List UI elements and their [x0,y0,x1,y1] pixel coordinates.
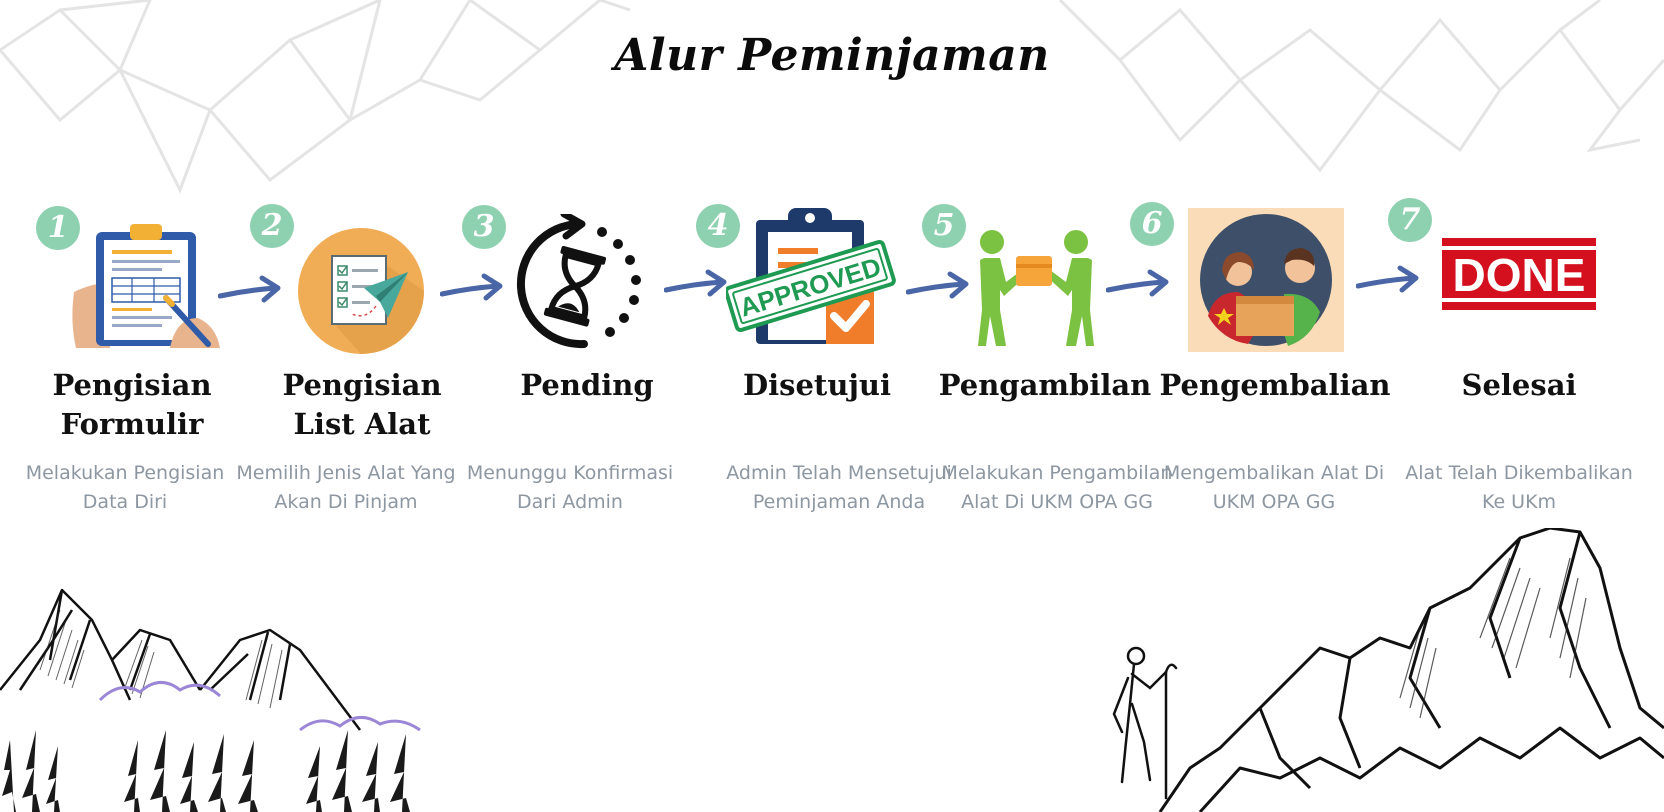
step-5-title: Pengambilan [938,368,1152,402]
mountain-hiker-illustration [1112,528,1664,812]
arrow-right-icon [218,275,281,303]
done-stamp-icon: DONE [1442,238,1596,310]
arrow-right-icon [440,273,503,301]
return-box-icon [1188,208,1344,352]
hourglass-pending-icon [517,214,641,349]
done-stamp-text: DONE [1453,249,1586,301]
arrow-right-icon [1356,265,1419,293]
arrow-right-icon [1106,269,1169,297]
step-2-number-badge: 2 [250,204,294,248]
step-4-number-badge: 4 [696,204,740,248]
arrow-right-icon [664,269,727,297]
step-3-number-badge: 3 [462,205,506,249]
approved-clipboard-icon: APPROVED [726,208,896,344]
step-7-title: Selesai [1461,368,1577,402]
geometric-background [0,0,1664,194]
step-1-number-badge: 1 [36,206,80,250]
step-1-description: Melakukan Pengisian Data Diri [25,462,225,513]
step-6-title: Pengembalian [1159,368,1391,402]
step-7-description: Alat Telah Dikembalikan Ke UKm [1405,462,1633,513]
step-1-title: Pengisian Formulir [52,368,212,441]
mountain-forest-illustration [0,588,421,812]
step-6-description: Mengembalikan Alat Di UKM OPA GG [1163,462,1385,513]
step-7-number-badge: 7 [1388,198,1432,242]
step-2-description: Memilih Jenis Alat Yang Akan Di Pinjam [236,462,456,513]
handover-icon [978,230,1094,346]
step-5-number-badge: 5 [922,204,966,248]
step-5-description: Melakukan Pengambilan Alat Di UKM OPA GG [941,462,1173,513]
page-title: Alur Peminjaman [614,30,1050,81]
step-6-number-badge: 6 [1130,202,1174,246]
step-2-title: Pengisian List Alat [282,368,442,441]
hiker-figure [1112,646,1178,800]
step-4-description: Admin Telah Mensetujui Peminjaman Anda [726,462,952,513]
form-clipboard-icon [72,224,220,348]
checklist-paper-plane-icon [298,228,424,354]
step-3-title: Pending [520,368,654,402]
step-3-description: Menunggu Konfirmasi Dari Admin [466,462,674,513]
arrow-right-icon [906,271,969,299]
step-4-title: Disetujui [742,368,892,402]
